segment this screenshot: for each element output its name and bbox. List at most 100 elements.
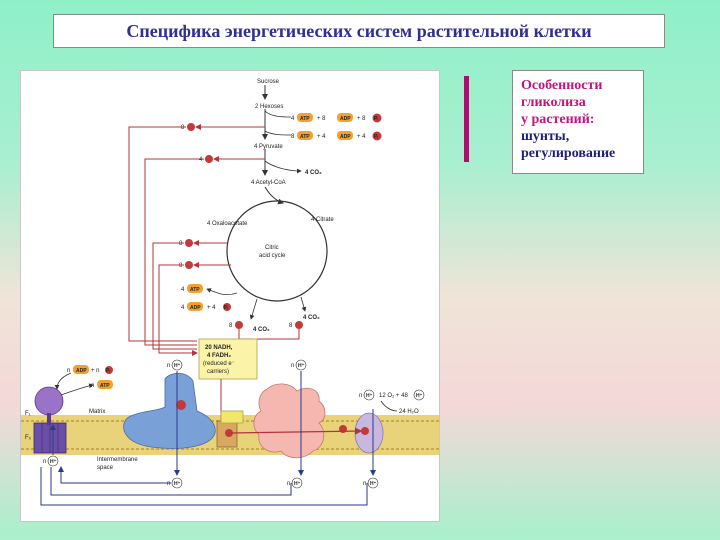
respiration-diagram: Sucrose 2 Hexoses 4 Pyruvate 4 Acetyl-Co… [20,70,440,522]
svg-text:20 NADH,: 20 NADH, [205,345,233,351]
svg-text:Pᵢ: Pᵢ [224,305,228,311]
svg-text:n: n [167,363,170,369]
acetyl-coa-label: 4 Acetyl-CoA [251,180,286,186]
svg-text:H⁺: H⁺ [416,393,423,399]
svg-text:Pᵢ: Pᵢ [374,134,378,140]
note-line-3: у растений: [521,112,595,127]
adp-pill [73,365,89,374]
oxygen-reaction: n H⁺ 12 O₂ + 48 H⁺ 24 H₂O [359,389,425,415]
svg-text:ATP: ATP [300,134,310,140]
svg-text:4: 4 [291,116,295,122]
electron-circle [235,321,243,329]
svg-text:Pᵢ: Pᵢ [106,368,110,374]
electron-circle [361,427,369,435]
pi-circle [372,113,382,123]
proton-return-paths [40,424,368,506]
svg-text:4 FADH₂: 4 FADH₂ [207,353,231,359]
ubiquinone [216,410,244,448]
svg-text:4 Oxaloacetate: 4 Oxaloacetate [207,221,248,227]
svg-text:n: n [91,383,94,389]
svg-text:ADP: ADP [190,305,201,311]
svg-text:+ 4: + 4 [317,134,326,140]
svg-text:8: 8 [229,323,233,329]
electron-circle [205,155,213,163]
intermembrane-label-1: Intermembrane [97,457,138,463]
atp-pill [187,284,203,293]
co2-glycolysis-label: 4 CO₂ [305,170,322,176]
atp-output: n ATP [60,380,113,396]
pyruvate-label: 4 Pyruvate [254,144,283,150]
svg-text:ATP: ATP [100,383,110,389]
electron-outputs-glycolysis: 8 4 [181,123,265,163]
adp-pill [187,302,203,311]
svg-text:Citric: Citric [265,245,279,251]
svg-text:ADP: ADP [340,116,351,122]
svg-text:8: 8 [179,263,183,269]
glycolysis-row-2: 8 ATP + 4 ADP + 4 Pᵢ [291,131,382,141]
proton-pump-arrows [174,371,376,476]
electron-circle [295,321,303,329]
hexoses-label: 2 Hexoses [255,104,283,110]
note-line-4: шунты, [521,129,570,144]
svg-text:n: n [359,393,362,399]
note-line-1: Особенности [521,78,603,93]
svg-text:ADP: ADP [76,368,87,374]
adp-pill [337,131,353,140]
svg-text:(reduced e⁻: (reduced e⁻ [203,361,235,367]
nadh-box: 20 NADH, 4 FADH₂ (reduced e⁻ carriers) [198,338,258,432]
svg-text:4: 4 [181,305,185,311]
svg-text:F₁: F₁ [25,411,31,417]
pi-circle [372,131,382,141]
pi-circle [105,366,113,374]
svg-text:24 H₂O: 24 H₂O [399,409,419,415]
complex-i [123,372,216,449]
atp-synthase: F₁ F₀ [25,386,67,454]
svg-text:n: n [167,481,170,487]
svg-text:ATP: ATP [190,287,200,293]
svg-text:+ 4: + 4 [207,305,216,311]
note-line-2: гликолиза [521,95,586,110]
svg-text:4 CO₂: 4 CO₂ [253,327,270,333]
electron-circle [225,429,233,437]
citric-acid-cycle: Citric acid cycle 4 Oxaloacetate 4 Citra… [207,186,334,302]
note-box: Особенности гликолиза у растений: шунты,… [512,70,644,174]
atp-pill [297,113,313,122]
electron-flow [230,427,363,435]
adp-input: n ADP + n Pᵢ [54,365,113,390]
svg-text:acid cycle: acid cycle [259,253,286,259]
electron-collection-lines [128,126,300,356]
proton-ims-markers: n H⁺ n H⁺ n H⁺ n H⁺ [43,455,379,489]
page-title: Специфика энергетических систем растител… [126,20,592,41]
svg-text:ATP: ATP [300,116,310,122]
svg-text:H⁺: H⁺ [50,459,57,465]
complex-iii [253,383,347,459]
adp-pill [337,113,353,122]
svg-text:+ 8: + 8 [317,116,326,122]
svg-text:n: n [67,368,70,374]
pi-circle [223,303,231,311]
electron-circle [185,261,193,269]
intermembrane-label-2: space [97,465,114,471]
svg-text:8: 8 [179,241,183,247]
title-box: Специфика энергетических систем растител… [53,14,665,48]
diagram-svg: Sucrose 2 Hexoses 4 Pyruvate 4 Acetyl-Co… [21,79,439,506]
svg-text:F₀: F₀ [25,435,32,441]
complex-iv [354,412,384,454]
svg-text:H⁺: H⁺ [370,481,377,487]
svg-text:4 CO₂: 4 CO₂ [303,315,320,321]
svg-text:8: 8 [291,134,295,140]
note-line-5: регулирование [521,146,616,161]
sucrose-label: Sucrose [257,79,280,85]
svg-text:+ n: + n [91,368,100,374]
svg-text:4: 4 [181,287,185,293]
svg-text:H⁺: H⁺ [174,481,181,487]
electron-circle [185,239,193,247]
svg-text:8: 8 [181,125,185,131]
svg-text:H⁺: H⁺ [298,363,305,369]
svg-text:4: 4 [199,157,203,163]
svg-text:n: n [363,481,366,487]
svg-text:n: n [287,481,290,487]
svg-text:12 O₂ + 48: 12 O₂ + 48 [379,393,409,399]
svg-text:8: 8 [289,323,293,329]
svg-text:+ 8: + 8 [357,116,366,122]
